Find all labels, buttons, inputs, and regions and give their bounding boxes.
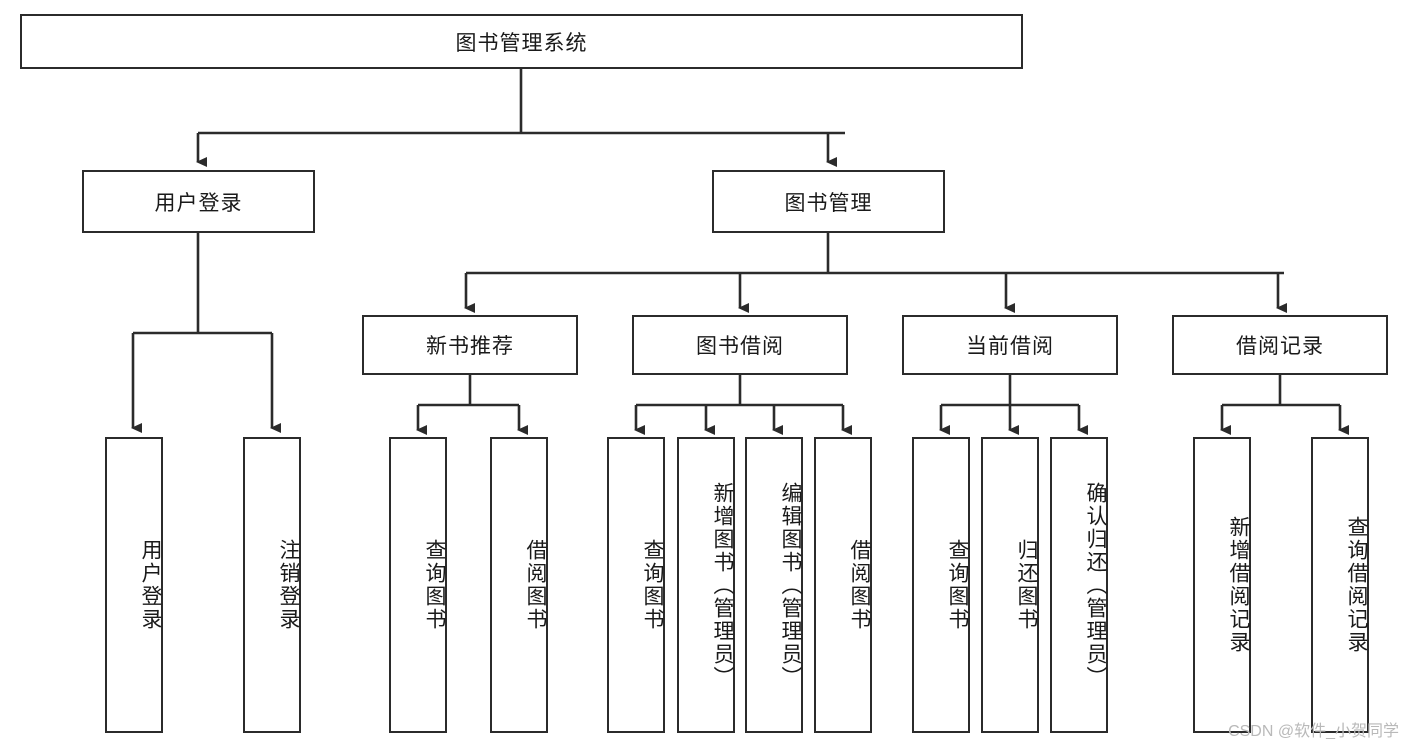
- leaf-borrow-book-nb[interactable]: 借阅图书: [490, 437, 548, 733]
- leaf-logout[interactable]: 注销登录: [243, 437, 301, 733]
- node-root-system[interactable]: 图书管理系统: [20, 14, 1023, 69]
- leaf-query-book-bb[interactable]: 查询图书: [607, 437, 665, 733]
- node-borrow-record[interactable]: 借阅记录: [1172, 315, 1388, 375]
- leaf-borrow-book-bb[interactable]: 借阅图书: [814, 437, 872, 733]
- leaf-add-book-admin[interactable]: 新增图书（管理员）: [677, 437, 735, 733]
- node-user-login[interactable]: 用户登录: [82, 170, 315, 233]
- node-new-book-recommend[interactable]: 新书推荐: [362, 315, 578, 375]
- csdn-watermark: CSDN @软件_小贺同学: [1228, 723, 1399, 740]
- leaf-return-book[interactable]: 归还图书: [981, 437, 1039, 733]
- node-book-borrow[interactable]: 图书借阅: [632, 315, 848, 375]
- node-book-management[interactable]: 图书管理: [712, 170, 945, 233]
- leaf-user-login[interactable]: 用户登录: [105, 437, 163, 733]
- node-current-borrow[interactable]: 当前借阅: [902, 315, 1118, 375]
- leaf-query-book-cb[interactable]: 查询图书: [912, 437, 970, 733]
- leaf-add-borrow-record[interactable]: 新增借阅记录: [1193, 437, 1251, 733]
- leaf-query-borrow-record[interactable]: 查询借阅记录: [1311, 437, 1369, 733]
- leaf-query-book-nb[interactable]: 查询图书: [389, 437, 447, 733]
- leaf-edit-book-admin[interactable]: 编辑图书（管理员）: [745, 437, 803, 733]
- leaf-confirm-return-admin[interactable]: 确认归还（管理员）: [1050, 437, 1108, 733]
